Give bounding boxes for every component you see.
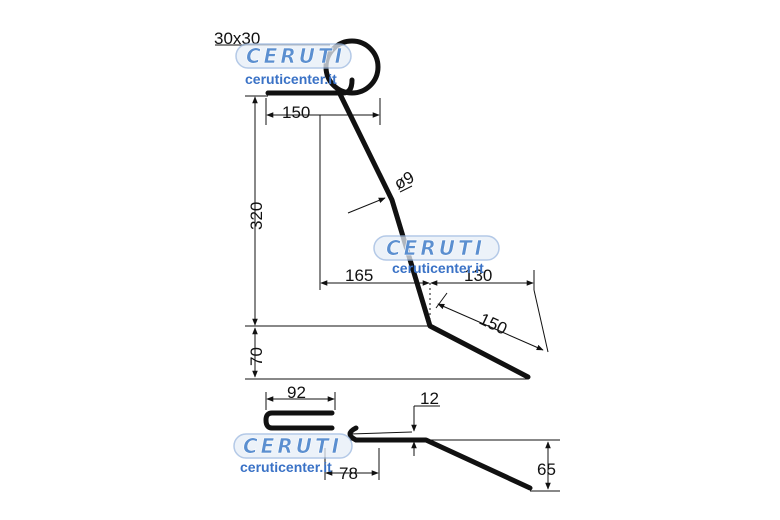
dim-lower-arm: 150 xyxy=(476,309,510,338)
dim-bottom-drop: 65 xyxy=(537,460,556,479)
dim-horiz-right: 130 xyxy=(464,266,492,285)
dim-diameter: ø9 xyxy=(391,167,417,193)
watermark-1: CERUTI ceruticenter.it xyxy=(235,43,352,87)
mounting-arm xyxy=(265,77,355,96)
watermark-2: CERUTI ceruticenter.it xyxy=(373,235,500,276)
dim-bottom-gap: 12 xyxy=(420,389,439,408)
watermark-3: CERUTI ceruticenter.it xyxy=(233,433,353,475)
dim-height-lower: 70 xyxy=(247,347,266,366)
tine-top-view xyxy=(263,410,533,491)
watermark-url: ceruticenter.it xyxy=(245,71,337,87)
top-view-arm xyxy=(347,425,533,491)
dim-top-hook: 150 xyxy=(282,103,310,122)
bottom-dimension-lines xyxy=(265,392,560,492)
watermark-url: ceruticenter.it xyxy=(392,260,484,276)
watermark-brand: CERUTI xyxy=(243,434,342,458)
top-view-loop xyxy=(263,410,335,431)
watermark-url: ceruticenter.it xyxy=(240,459,332,475)
watermark-brand: CERUTI xyxy=(246,44,345,68)
dim-horiz-left: 165 xyxy=(345,266,373,285)
tine-body xyxy=(335,87,531,380)
dim-height-main: 320 xyxy=(247,202,266,230)
dim-bottom-top-length: 92 xyxy=(287,383,306,402)
dim-bottom-length: 78 xyxy=(339,464,358,483)
watermark-brand: CERUTI xyxy=(386,236,485,260)
